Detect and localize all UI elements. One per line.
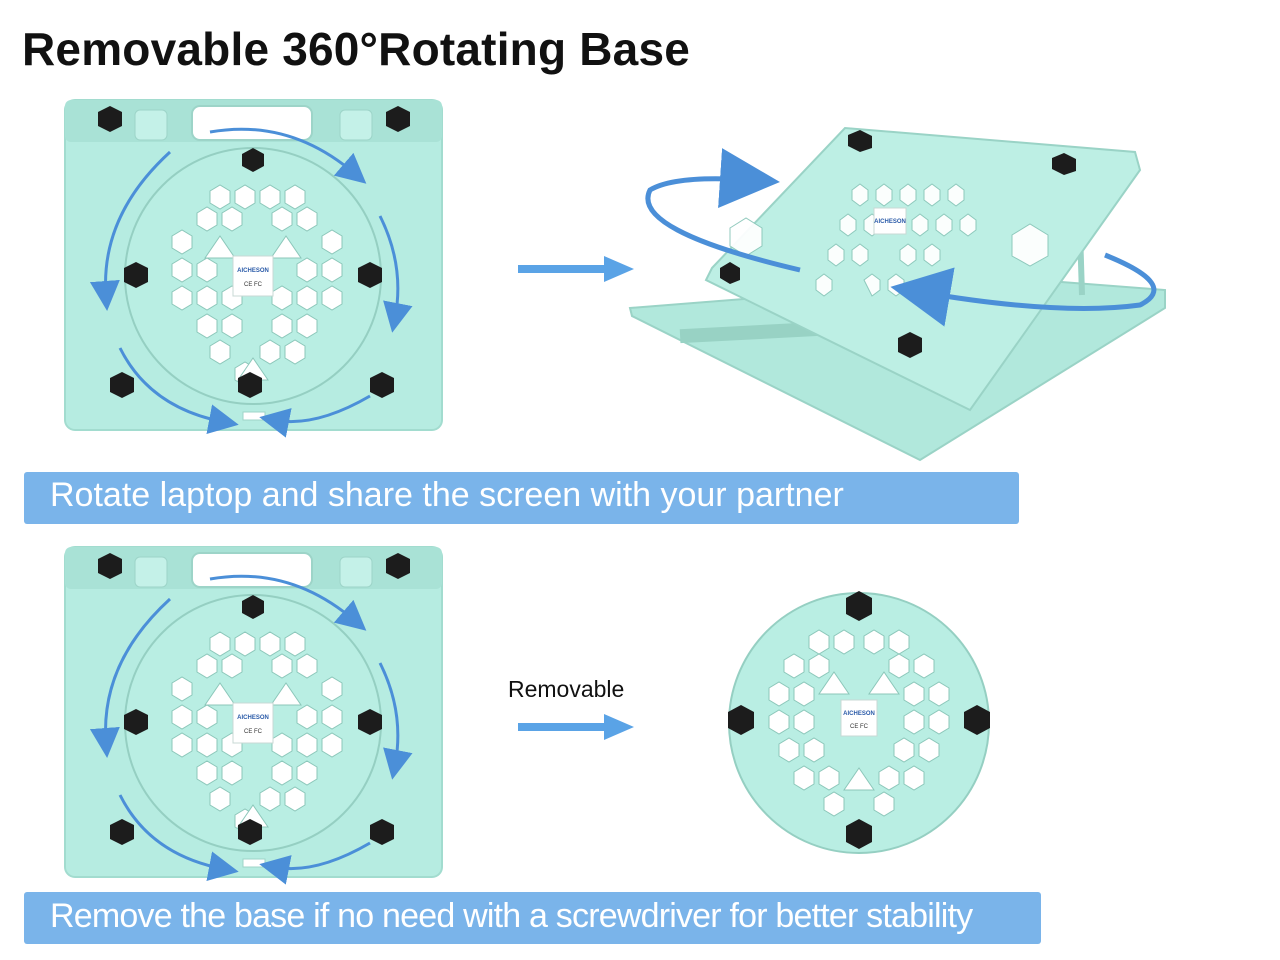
brand-logo-label: [840, 699, 878, 737]
stand-top-view-rotating: AICHESON CE FC: [64, 99, 443, 438]
svg-text:AICHESON: AICHESON: [843, 711, 875, 717]
removable-label: Removable: [508, 676, 625, 702]
rubber-foot-icons: [728, 591, 990, 849]
hex-vent-pattern: [171, 184, 343, 387]
rotation-arrows-icon: [645, 148, 1157, 327]
rotation-arrows-icon: [89, 574, 413, 885]
brand-logo-label: [232, 255, 274, 297]
page-title: Removable 360°Rotating Base: [22, 23, 691, 75]
stand-angled-rotating: AICHESON: [628, 126, 1166, 462]
remove-base-caption-banner: Remove the base if no need with a screwd…: [24, 892, 1041, 944]
svg-text:CE FC: CE FC: [244, 729, 263, 735]
stand-top-view-removable: AICHESON CE FC: [64, 546, 443, 885]
svg-text:CE FC: CE FC: [850, 724, 869, 730]
stand-handle-slot: [191, 552, 313, 588]
rubber-foot-icons: [98, 553, 410, 845]
hex-vent-pattern: [768, 629, 950, 817]
rotate-caption-banner: Rotate laptop and share the screen with …: [24, 472, 1019, 524]
svg-text:CE FC: CE FC: [244, 282, 263, 288]
right-arrow-icon: [518, 714, 634, 740]
brand-logo-label: [873, 207, 907, 235]
brand-logo-label: [232, 702, 274, 744]
rubber-foot-icons: [720, 130, 1076, 358]
right-arrow-icon: [518, 256, 634, 282]
rotation-arrows-icon: [89, 127, 413, 438]
rubber-foot-icons: [98, 106, 410, 398]
detached-round-base: AICHESON CE FC: [728, 591, 990, 854]
hex-vent-pattern: [171, 631, 343, 834]
svg-text:AICHESON: AICHESON: [874, 219, 906, 225]
svg-text:AICHESON: AICHESON: [237, 715, 269, 721]
svg-text:AICHESON: AICHESON: [237, 268, 269, 274]
stand-handle-slot: [191, 105, 313, 141]
